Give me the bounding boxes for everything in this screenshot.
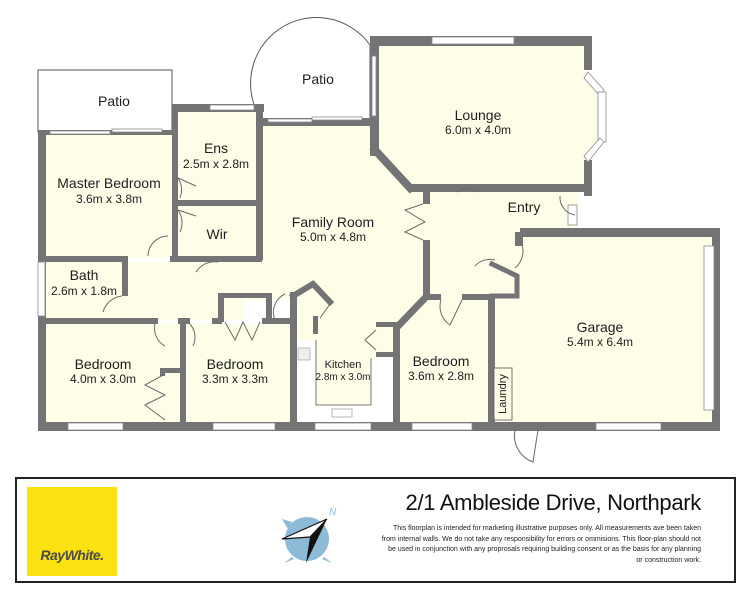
room-label-master-bedroom: Master Bedroom xyxy=(57,175,160,191)
patio-left xyxy=(37,69,173,133)
kitchen-counter xyxy=(371,358,393,408)
cooktop-icon xyxy=(297,347,311,361)
windows xyxy=(37,36,715,431)
room-label-patio-round: Patio xyxy=(302,71,334,87)
disclaimer-text: This floorplan is intended for marketing… xyxy=(381,525,701,564)
room-label-bath: Bath xyxy=(70,267,99,283)
room-label-family-room: Family Room xyxy=(292,214,374,230)
door-swings xyxy=(102,177,576,463)
room-label-lounge: Lounge xyxy=(455,107,502,123)
raywhite-logo: RayWhite. xyxy=(27,487,117,576)
room-dims-bath: 2.6m x 1.8m xyxy=(51,284,117,298)
room-dims-master-bedroom: 3.6m x 3.8m xyxy=(76,192,142,206)
property-address: 2/1 Ambleside Drive, Northpark xyxy=(405,490,702,515)
room-dims-family-room: 5.0m x 4.8m xyxy=(300,230,366,244)
room-label-bedroom-3: Bedroom xyxy=(413,353,470,369)
room-dims-garage: 5.4m x 6.4m xyxy=(567,335,633,349)
room-dims-kitchen: 2.8m x 3.0m xyxy=(315,372,370,383)
room-label-ens: Ens xyxy=(204,140,228,156)
laundry-box xyxy=(493,367,513,421)
patio-round xyxy=(250,17,371,123)
room-label-laundry: Laundry xyxy=(497,374,509,414)
room-label-garage: Garage xyxy=(577,319,624,335)
compass-north-label: N xyxy=(329,507,337,518)
room-label-kitchen: Kitchen xyxy=(325,359,362,371)
floorplan: Laundry Patio Patio Lounge 6.0m x 4.0m E… xyxy=(37,17,720,463)
room-label-entry: Entry xyxy=(508,199,541,215)
room-dims-lounge: 6.0m x 4.0m xyxy=(445,123,511,137)
room-dims-ens: 2.5m x 2.8m xyxy=(183,157,249,171)
room-dims-bedroom-3: 3.6m x 2.8m xyxy=(408,369,474,383)
north-compass-icon: N xyxy=(281,507,337,563)
room-dims-bedroom-2: 3.3m x 3.3m xyxy=(202,372,268,386)
kitchen-counter xyxy=(296,340,316,422)
room-dims-bedroom-1: 4.0m x 3.0m xyxy=(70,372,136,386)
footer-panel: RayWhite. N 2/1 Ambleside Drive, Northpa… xyxy=(15,477,736,583)
logo-text: RayWhite. xyxy=(40,547,104,563)
sink-icon xyxy=(331,408,353,418)
room-label-wir: Wir xyxy=(207,226,228,242)
room-label-bedroom-2: Bedroom xyxy=(207,356,264,372)
room-label-patio-left: Patio xyxy=(98,93,130,109)
room-label-bedroom-1: Bedroom xyxy=(75,356,132,372)
